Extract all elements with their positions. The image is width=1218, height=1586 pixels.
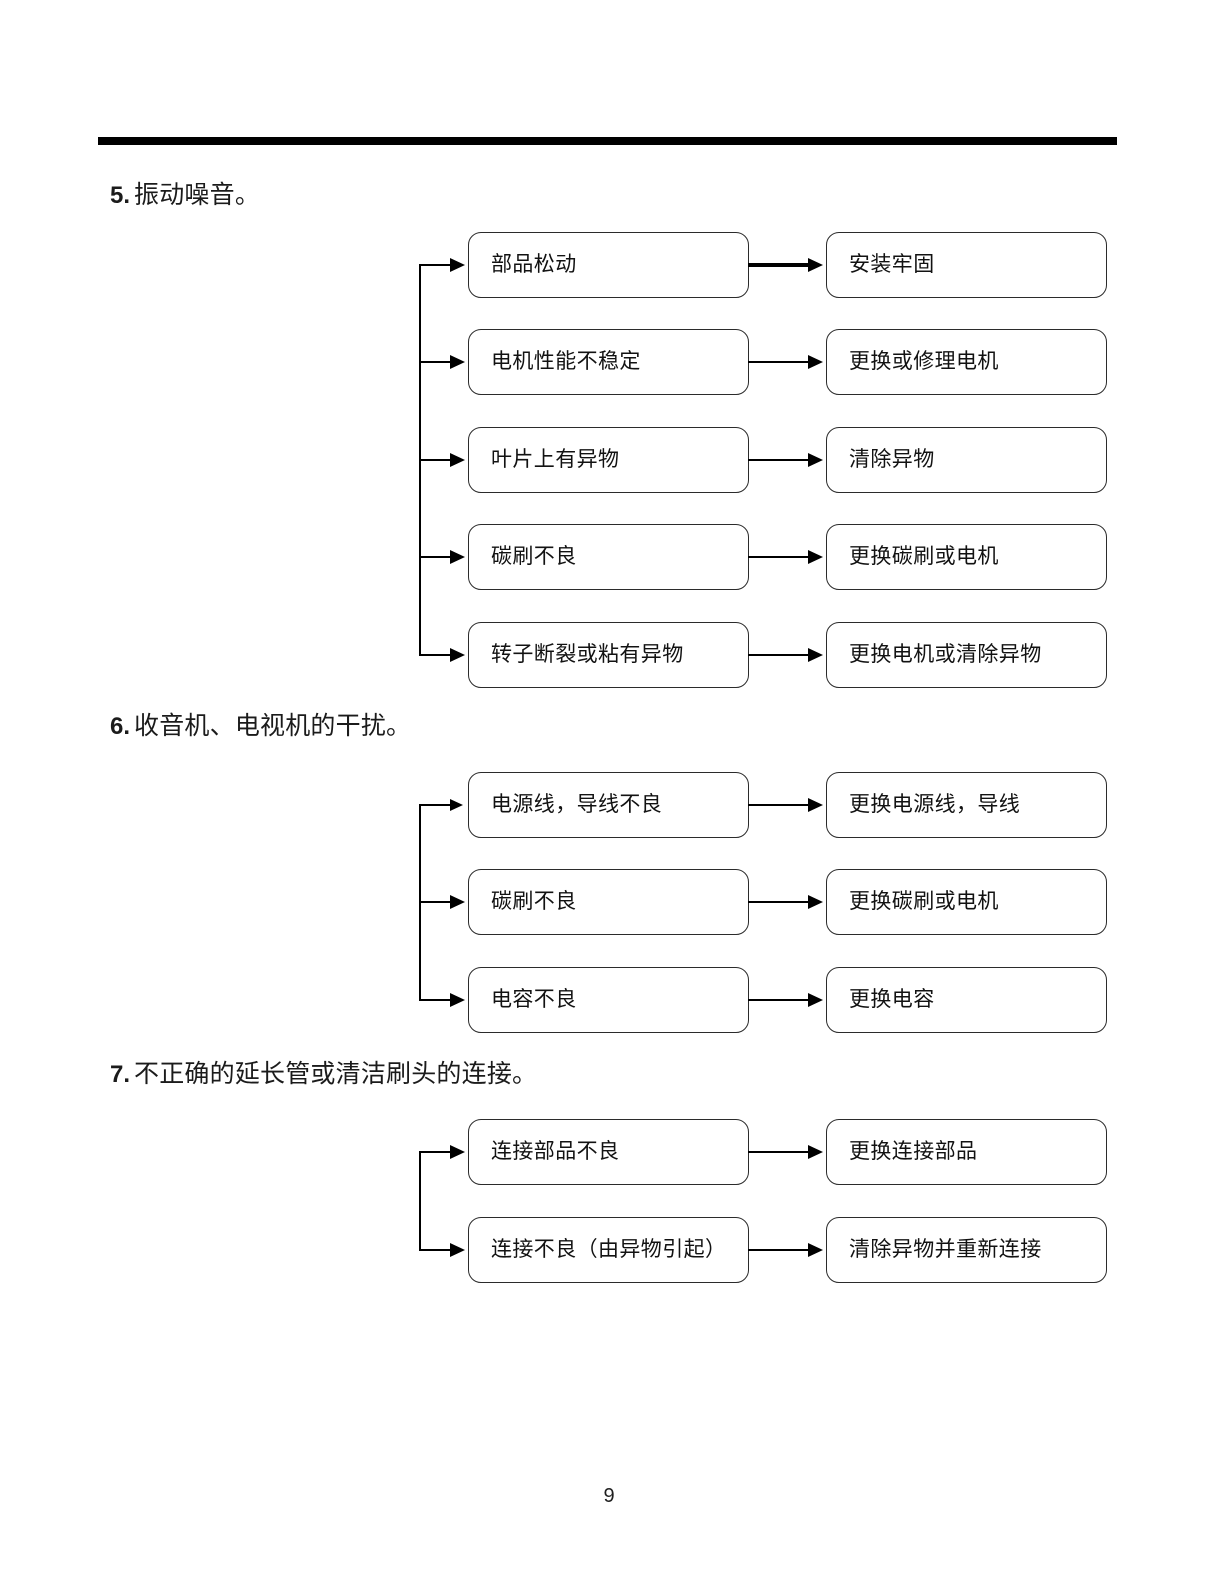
spine-branch-line	[419, 654, 452, 656]
spine-branch-line	[419, 901, 452, 903]
connector-line	[748, 999, 810, 1001]
section-number: 7.	[110, 1061, 131, 1088]
section-title: 振动噪音。	[134, 181, 261, 209]
remedy-box: 清除异物	[826, 427, 1107, 493]
cause-box: 电容不良	[468, 967, 749, 1033]
section-title: 收音机、电视机的干扰。	[134, 712, 412, 740]
connector-line	[748, 654, 810, 656]
arrow-head-icon	[450, 799, 463, 811]
spine-branch-line	[419, 1151, 452, 1153]
connector-line	[748, 1249, 810, 1251]
arrow-head-icon	[450, 648, 465, 662]
section-heading-6: 6.收音机、电视机的干扰。	[110, 714, 411, 739]
cause-box: 部品松动	[468, 232, 749, 298]
cause-box: 碳刷不良	[468, 524, 749, 590]
remedy-box: 更换电源线，导线	[826, 772, 1107, 838]
spine-branch-line	[419, 361, 452, 363]
cause-box: 电机性能不稳定	[468, 329, 749, 395]
spine-branch-line	[419, 264, 452, 266]
cause-box: 电源线，导线不良	[468, 772, 749, 838]
arrow-head-icon	[450, 355, 465, 369]
arrow-head-icon	[808, 1243, 823, 1257]
remedy-box: 更换碳刷或电机	[826, 524, 1107, 590]
connector-line	[748, 556, 810, 558]
connector-line	[748, 459, 810, 461]
section-title: 不正确的延长管或清洁刷头的连接。	[134, 1060, 538, 1088]
arrow-head-icon	[450, 895, 465, 909]
remedy-box: 安装牢固	[826, 232, 1107, 298]
connector-line	[748, 361, 810, 363]
connector-line	[748, 901, 810, 903]
spine-line	[419, 1152, 421, 1250]
section-number: 5.	[110, 182, 131, 209]
cause-box: 碳刷不良	[468, 869, 749, 935]
arrow-head-icon	[450, 993, 465, 1007]
arrow-head-icon	[808, 648, 823, 662]
spine-branch-line	[419, 999, 452, 1001]
connector-line	[748, 263, 810, 267]
arrow-head-icon	[808, 355, 823, 369]
remedy-box: 更换电容	[826, 967, 1107, 1033]
arrow-head-icon	[808, 993, 823, 1007]
spine-branch-line	[419, 556, 452, 558]
cause-box: 连接部品不良	[468, 1119, 749, 1185]
header-rule	[98, 137, 1117, 145]
connector-line	[748, 804, 810, 806]
spine-branch-line	[419, 459, 452, 461]
remedy-box: 更换碳刷或电机	[826, 869, 1107, 935]
arrow-head-icon	[450, 1145, 465, 1159]
cause-box: 连接不良（由异物引起）	[468, 1217, 749, 1283]
spine-branch-line	[419, 804, 452, 806]
page-number: 9	[603, 1485, 615, 1507]
arrow-head-icon	[808, 798, 823, 812]
arrow-head-icon	[808, 258, 823, 272]
cause-box: 叶片上有异物	[468, 427, 749, 493]
arrow-head-icon	[450, 550, 465, 564]
remedy-box: 清除异物并重新连接	[826, 1217, 1107, 1283]
section-number: 6.	[110, 713, 131, 740]
arrow-head-icon	[450, 453, 465, 467]
arrow-head-icon	[808, 895, 823, 909]
cause-box: 转子断裂或粘有异物	[468, 622, 749, 688]
arrow-head-icon	[450, 258, 465, 272]
remedy-box: 更换电机或清除异物	[826, 622, 1107, 688]
arrow-head-icon	[808, 453, 823, 467]
arrow-head-icon	[808, 550, 823, 564]
arrow-head-icon	[450, 1243, 465, 1257]
connector-line	[748, 1151, 810, 1153]
remedy-box: 更换或修理电机	[826, 329, 1107, 395]
spine-branch-line	[419, 1249, 452, 1251]
section-heading-7: 7.不正确的延长管或清洁刷头的连接。	[110, 1062, 537, 1087]
section-heading-5: 5.振动噪音。	[110, 183, 260, 208]
arrow-head-icon	[808, 1145, 823, 1159]
remedy-box: 更换连接部品	[826, 1119, 1107, 1185]
